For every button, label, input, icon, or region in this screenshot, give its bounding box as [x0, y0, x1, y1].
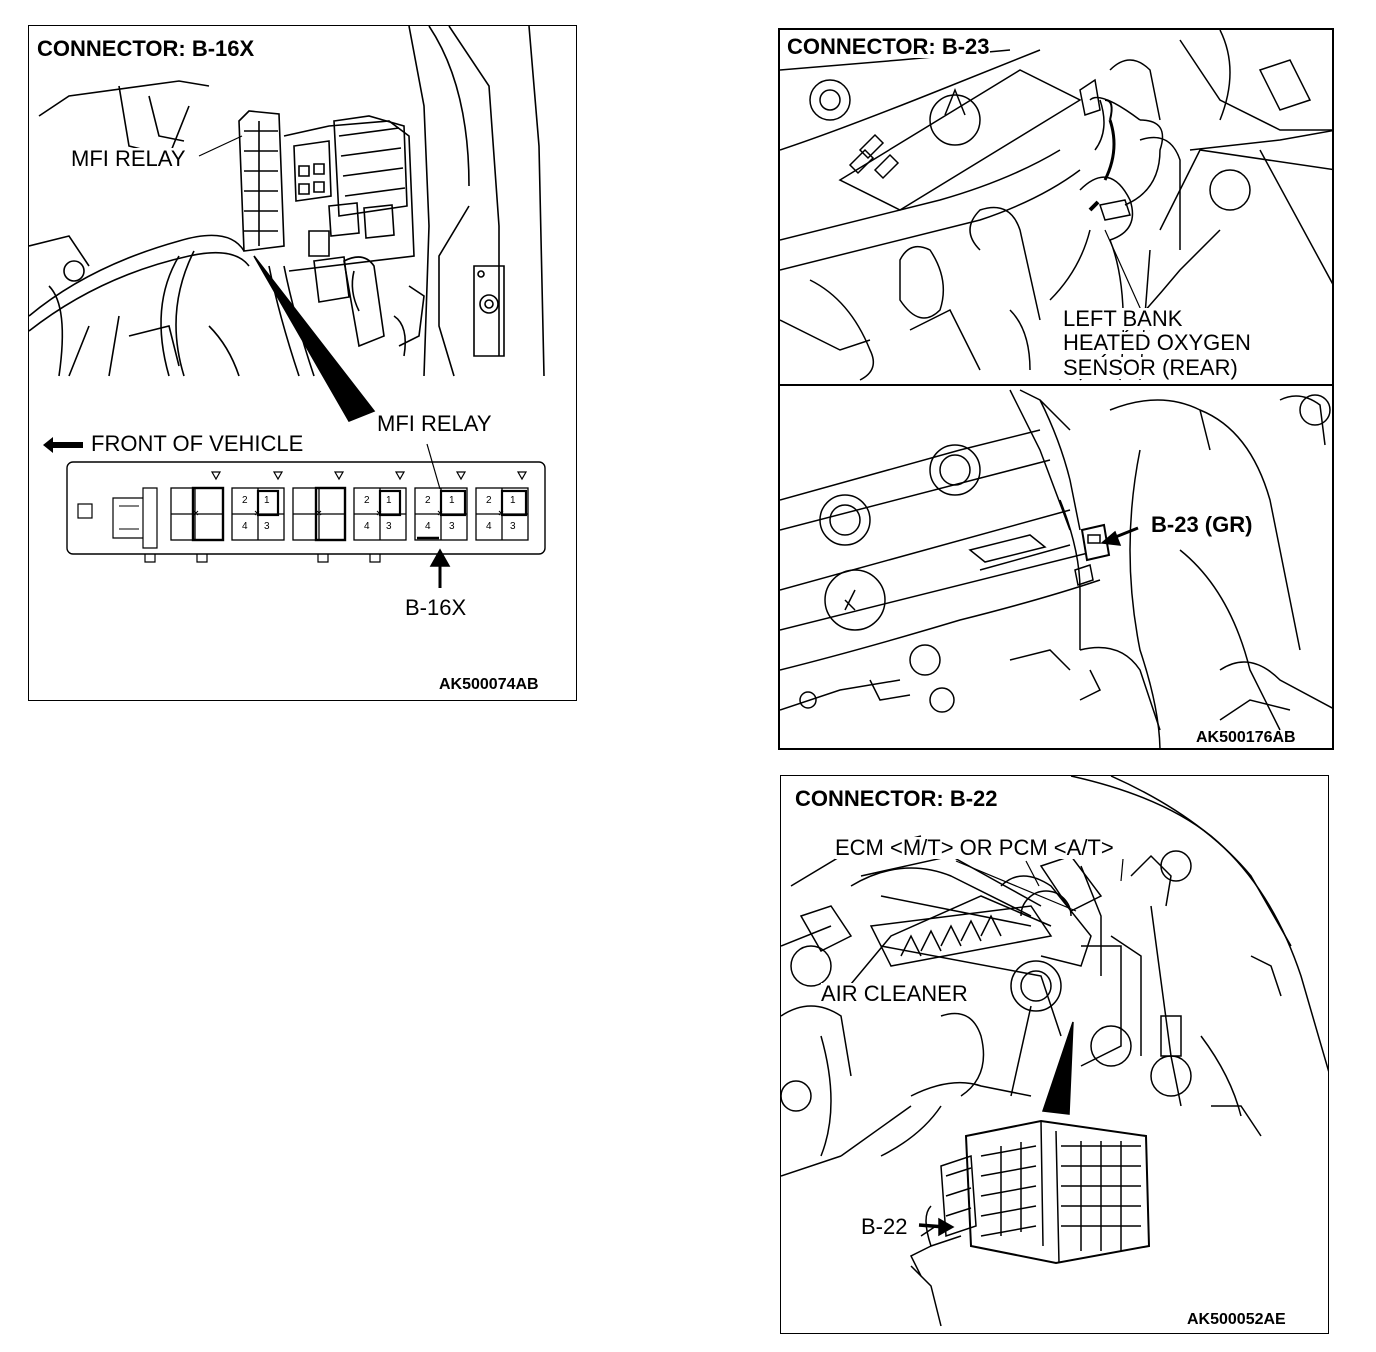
relay-pin-number: 2	[242, 495, 248, 506]
oxygen-sensor-illustration	[780, 30, 1332, 748]
panel-title: CONNECTOR: B-16X	[37, 36, 255, 61]
connector-b22-label: B-22	[861, 1214, 908, 1239]
relay-pin-number: 3	[386, 521, 392, 532]
sensor-label-line3: SENSOR (REAR)	[1063, 355, 1238, 380]
ecm-pcm-label: ECM <M/T> OR PCM <A/T>	[835, 835, 1114, 860]
figure-code: AK500052AE	[1187, 1311, 1286, 1328]
connector-b16x-label: B-16X	[405, 595, 467, 620]
relay-box-illustration	[29, 26, 546, 588]
relay-pin-number: 3	[264, 521, 270, 532]
relay-pin-number: 4	[425, 521, 431, 532]
relay-pin-number: 4	[486, 521, 492, 532]
relay-pin-number: 1	[449, 495, 455, 506]
connector-b23-label: B-23 (GR)	[1151, 512, 1253, 537]
mfi-relay-label-top: MFI RELAY	[71, 146, 186, 171]
front-of-vehicle-label: FRONT OF VEHICLE	[91, 431, 304, 456]
air-cleaner-label: AIR CLEANER	[821, 981, 968, 1006]
relay-pin-number: 4	[364, 521, 370, 532]
relay-pin-number: 2	[364, 495, 370, 506]
relay-pin-number: 2	[425, 495, 431, 506]
relay-pin-number: 1	[510, 495, 516, 506]
connector-b22-panel: CONNECTOR: B-22 ECM <M/T> OR PCM <A/T> A…	[780, 775, 1329, 1334]
relay-pin-number: 3	[449, 521, 455, 532]
figure-code: AK500176AB	[1196, 729, 1296, 746]
connector-b16x-panel: CONNECTOR: B-16X MFI RELAY FRONT OF VEHI…	[28, 25, 577, 701]
relay-pin-number: 1	[264, 495, 270, 506]
relay-pin-number: 2	[486, 495, 492, 506]
relay-pin-number: 1	[386, 495, 392, 506]
relay-pin-number: 3	[510, 521, 516, 532]
sensor-label-line2: HEATED OXYGEN	[1063, 330, 1251, 355]
ecm-location-illustration	[781, 776, 1328, 1327]
connector-b23-panel: CONNECTOR: B-23 LEFT BANK HEATED OXYGEN …	[778, 28, 1334, 750]
panel-title: CONNECTOR: B-23	[787, 34, 990, 59]
figure-code: AK500074AB	[439, 676, 539, 693]
sensor-label-line1: LEFT BANK	[1063, 306, 1183, 331]
relay-pin-number: 4	[242, 521, 248, 532]
panel-title: CONNECTOR: B-22	[795, 786, 998, 811]
mfi-relay-label-bottom: MFI RELAY	[377, 411, 492, 436]
